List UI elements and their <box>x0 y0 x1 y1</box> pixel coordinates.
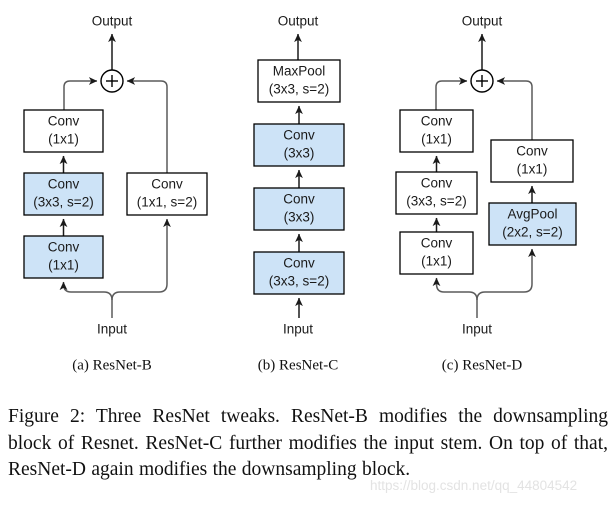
panel-resnet-d: Output Conv (1x1) Conv (3x3, s=2) Conv (… <box>395 14 577 373</box>
panel-a-node-conv-1x1-bottom-line2: (1x1) <box>48 258 79 273</box>
figure-caption: Figure 2: Three ResNet tweaks. ResNet-B … <box>8 406 608 480</box>
panel-a-output-label: Output <box>92 14 133 29</box>
panel-c-node-conv-1x1-bottom-line1: Conv <box>421 236 453 251</box>
panel-a-node-conv-1x1-s2-shortcut <box>126 172 208 216</box>
panel-b-node-conv-3x3-s2-first <box>253 251 345 295</box>
panel-resnet-b: Output Conv (1x1) Conv (3x3, s=2) <box>23 14 208 373</box>
panel-c-caption: (c) ResNet-D <box>442 357 523 373</box>
panel-b-node-conv-3x3-second-line2: (3x3) <box>284 210 315 225</box>
panel-c-node-conv-1x1-top <box>399 109 474 153</box>
panel-a-node-conv-1x1-top-line1: Conv <box>48 114 80 129</box>
panel-a-node-conv-3x3-s2 <box>23 172 104 216</box>
panel-a-edge-input-to-main <box>59 281 113 301</box>
panel-a-node-conv-1x1-bottom-line1: Conv <box>48 240 80 255</box>
panel-c-edge-input-to-avgpool <box>476 248 536 301</box>
panel-a-node-conv-3x3-s2-line2: (3x3, s=2) <box>33 195 93 210</box>
panel-a-node-conv-1x1-top-line2: (1x1) <box>48 132 79 147</box>
panel-a-edge-input-to-shortcut <box>111 218 171 301</box>
panel-c-node-conv-1x1-shortcut <box>490 139 574 183</box>
panel-b-node-conv-3x3-s2-first-line1: Conv <box>283 256 315 271</box>
panel-b-node-maxpool-3x3-s2 <box>257 59 341 103</box>
panel-b-caption: (b) ResNet-C <box>258 357 338 373</box>
panel-b-node-conv-3x3-second-line1: Conv <box>283 192 315 207</box>
panel-b-node-conv-3x3-third-line2: (3x3) <box>284 146 315 161</box>
panel-b-node-maxpool-3x3-s2-line2: (3x3, s=2) <box>269 82 329 97</box>
figure-diagram-area: Output Conv (1x1) Conv (3x3, s=2) <box>23 14 577 373</box>
panel-c-node-conv-1x1-bottom <box>399 231 474 275</box>
panel-c-node-avgpool-2x2-s2-line1: AvgPool <box>507 207 557 222</box>
panel-resnet-c: Output MaxPool (3x3, s=2) Conv (3x3) Con… <box>253 14 345 373</box>
panel-a-node-conv-1x1-s2-shortcut-line2: (1x1, s=2) <box>137 195 197 210</box>
panel-b-input-label: Input <box>283 322 313 337</box>
panel-a-node-conv-1x1-s2-shortcut-line1: Conv <box>151 177 183 192</box>
panel-c-node-avgpool-2x2-s2 <box>488 202 577 246</box>
panel-a-caption: (a) ResNet-B <box>72 357 152 373</box>
panel-c-node-conv-1x1-bottom-line2: (1x1) <box>421 254 452 269</box>
panel-a-node-conv-1x1-top <box>23 109 104 153</box>
panel-c-input-label: Input <box>462 322 492 337</box>
panel-c-node-conv-1x1-shortcut-line2: (1x1) <box>517 162 548 177</box>
panel-a-input-label: Input <box>97 322 127 337</box>
panel-b-node-maxpool-3x3-s2-line1: MaxPool <box>273 64 326 79</box>
panel-c-node-conv-1x1-top-line1: Conv <box>421 114 453 129</box>
panel-c-node-conv-1x1-top-line2: (1x1) <box>421 132 452 147</box>
panel-b-node-conv-3x3-third-line1: Conv <box>283 128 315 143</box>
panel-c-edge-main-to-sum <box>435 77 468 110</box>
panel-c-node-conv-3x3-s2-line2: (3x3, s=2) <box>406 194 466 209</box>
panel-c-node-conv-3x3-s2-line1: Conv <box>421 176 453 191</box>
panel-a-node-conv-3x3-s2-line1: Conv <box>48 177 80 192</box>
panel-b-output-label: Output <box>278 14 319 29</box>
resnet-tweaks-figure: Output Conv (1x1) Conv (3x3, s=2) <box>23 14 577 373</box>
panel-b-node-conv-3x3-s2-first-line2: (3x3, s=2) <box>269 274 329 289</box>
panel-a-edge-main-to-sum <box>63 77 98 110</box>
panel-a-node-conv-1x1-bottom <box>23 235 104 279</box>
panel-b-node-conv-3x3-third <box>253 123 345 167</box>
panel-a-edge-shortcut-to-sum <box>126 77 168 173</box>
panel-c-edge-shortcut-to-sum <box>496 77 533 140</box>
panel-c-node-conv-3x3-s2 <box>395 171 478 215</box>
panel-c-node-avgpool-2x2-s2-line2: (2x2, s=2) <box>502 225 562 240</box>
panel-c-node-conv-1x1-shortcut-line1: Conv <box>516 144 548 159</box>
panel-c-edge-input-to-main <box>432 277 478 301</box>
panel-b-node-conv-3x3-second <box>253 187 345 231</box>
panel-c-output-label: Output <box>462 14 503 29</box>
